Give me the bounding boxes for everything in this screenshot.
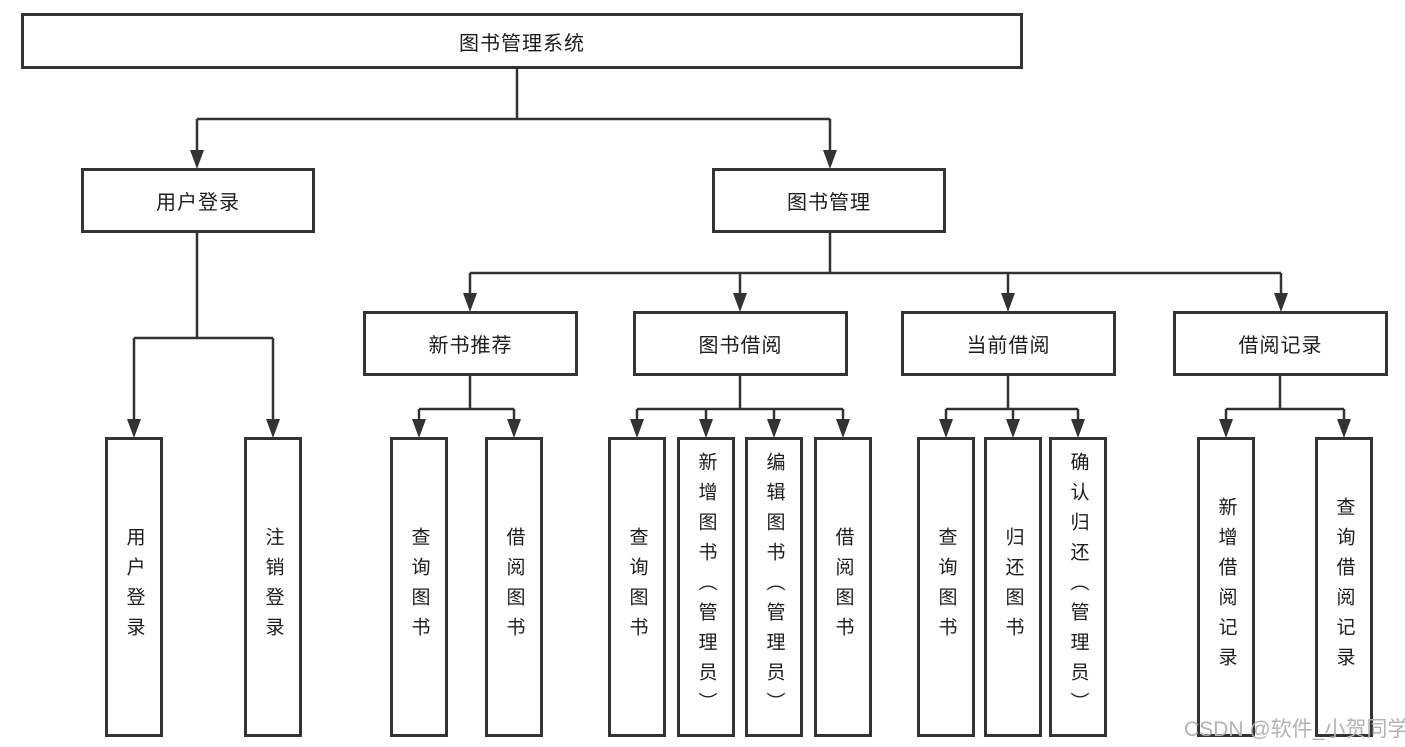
leaf-add-book-admin: 新增图书（管理员） [677, 437, 735, 737]
node-label: 图书借阅 [698, 335, 783, 357]
leaf-user-login: 用户登录 [105, 437, 163, 737]
leaf-query-book: 查询图书 [917, 437, 975, 737]
node-label: 编辑图书（管理员） [763, 452, 785, 722]
node-label: 借阅记录 [1238, 335, 1323, 357]
node-label: 当前借阅 [966, 335, 1051, 357]
node-label: 查询图书 [626, 527, 648, 647]
leaf-query-book: 查询图书 [390, 437, 448, 737]
node-label: 查询图书 [408, 527, 430, 647]
node-borrow-history: 借阅记录 [1173, 311, 1388, 376]
leaf-edit-book-admin: 编辑图书（管理员） [745, 437, 803, 737]
node-label: 注销登录 [262, 527, 284, 647]
node-user-login: 用户登录 [81, 168, 315, 233]
leaf-query-borrow-record: 查询借阅记录 [1315, 437, 1373, 737]
node-label: 图书管理 [787, 192, 871, 214]
node-new-book-recommend: 新书推荐 [363, 311, 578, 376]
node-label: 查询借阅记录 [1333, 497, 1355, 677]
node-label: 借阅图书 [503, 527, 525, 647]
node-label: 确认归还（管理员） [1067, 452, 1089, 722]
node-label: 用户登录 [156, 192, 240, 214]
node-label: 新增图书（管理员） [695, 452, 717, 722]
csdn-watermark: CSDN @软件_小贺同学 [1184, 718, 1405, 741]
node-label: 图书管理系统 [459, 32, 585, 55]
node-label: 借阅图书 [832, 527, 854, 647]
node-label: 查询图书 [935, 527, 957, 647]
node-label: 新书推荐 [428, 335, 513, 357]
leaf-add-borrow-record: 新增借阅记录 [1197, 437, 1255, 737]
node-book-borrow: 图书借阅 [633, 311, 848, 376]
node-label: 新增借阅记录 [1215, 497, 1237, 677]
leaf-logout: 注销登录 [244, 437, 302, 737]
node-library-system: 图书管理系统 [21, 13, 1023, 69]
leaf-confirm-return-admin: 确认归还（管理员） [1049, 437, 1107, 737]
leaf-return-book: 归还图书 [984, 437, 1042, 737]
leaf-query-book: 查询图书 [608, 437, 666, 737]
leaf-borrow-book: 借阅图书 [485, 437, 543, 737]
leaf-borrow-book: 借阅图书 [814, 437, 872, 737]
node-label: 用户登录 [123, 527, 145, 647]
arrowheads [127, 150, 1351, 438]
node-book-management: 图书管理 [712, 168, 946, 233]
node-label: 归还图书 [1002, 527, 1024, 647]
node-current-borrow: 当前借阅 [901, 311, 1116, 376]
